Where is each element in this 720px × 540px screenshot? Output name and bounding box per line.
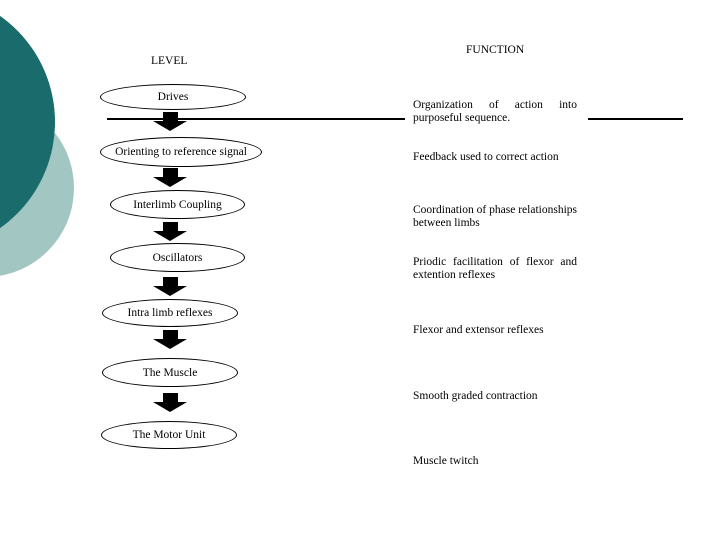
function-text-line: extention reflexes: [413, 269, 496, 281]
arrow-head: [153, 339, 187, 349]
function-text-feedback: Feedback used to correct action: [413, 151, 577, 164]
divider-line-left: [107, 118, 405, 120]
level-node-label: Drives: [157, 91, 189, 103]
function-text-line: Flexor and extensor reflexes: [413, 324, 544, 336]
function-text-line: between limbs: [413, 217, 480, 229]
level-node-label: Orienting to reference signal: [115, 146, 247, 158]
down-arrow-icon: [153, 222, 187, 241]
level-node-the-motor-unit: The Motor Unit: [101, 421, 237, 449]
function-text-coordination: Coordination of phase relationships betw…: [413, 204, 577, 230]
function-text-line: Smooth graded contraction: [413, 390, 538, 402]
function-text-line: Coordination of phase relationships: [413, 204, 577, 216]
level-node-the-muscle: The Muscle: [102, 358, 238, 387]
function-text-smooth-graded-contraction: Smooth graded contraction: [413, 390, 577, 403]
level-node-label: Intra limb reflexes: [127, 307, 213, 319]
function-text-flexor-extensor-reflexes: Flexor and extensor reflexes: [413, 324, 577, 337]
level-node-orienting-to-reference-signal: Orienting to reference signal: [100, 137, 262, 167]
function-text-organization: Organization of action into purposeful s…: [413, 99, 577, 125]
arrow-stem: [162, 112, 178, 121]
down-arrow-icon: [153, 168, 187, 187]
function-text-line: Priodic facilitation of flexor and: [413, 256, 577, 268]
function-text-muscle-twitch: Muscle twitch: [413, 455, 577, 468]
level-node-oscillators: Oscillators: [110, 243, 245, 272]
arrow-head: [153, 286, 187, 296]
down-arrow-icon: [153, 112, 187, 131]
arrow-head: [153, 402, 187, 412]
level-column-heading: LEVEL: [151, 55, 188, 67]
down-arrow-icon: [153, 277, 187, 296]
function-text-line: purposeful sequence.: [413, 112, 511, 124]
function-text-line: Muscle twitch: [413, 455, 479, 467]
divider-line-right: [588, 118, 683, 120]
down-arrow-icon: [153, 330, 187, 349]
level-node-intra-limb-reflexes: Intra limb reflexes: [102, 299, 238, 327]
level-node-drives: Drives: [100, 84, 246, 110]
function-column-heading: FUNCTION: [466, 44, 525, 56]
arrow-head: [153, 231, 187, 241]
function-text-periodic-facilitation: Priodic facilitation of flexor and exten…: [413, 256, 577, 282]
function-text-line: Feedback used to correct action: [413, 151, 559, 163]
level-node-label: The Muscle: [142, 366, 198, 379]
function-text-line: Organization of action into: [413, 99, 577, 111]
level-node-label: The Motor Unit: [132, 429, 206, 441]
arrow-stem: [162, 330, 178, 339]
level-node-interlimb-coupling: Interlimb Coupling: [110, 190, 245, 219]
arrow-stem: [162, 222, 178, 231]
arrow-stem: [162, 277, 178, 286]
arrow-head: [153, 121, 187, 131]
level-node-label: Interlimb Coupling: [133, 198, 222, 211]
arrow-head: [153, 177, 187, 187]
level-node-label: Oscillators: [152, 251, 203, 264]
down-arrow-icon: [153, 393, 187, 412]
arrow-stem: [162, 393, 178, 402]
arrow-stem: [162, 168, 178, 177]
